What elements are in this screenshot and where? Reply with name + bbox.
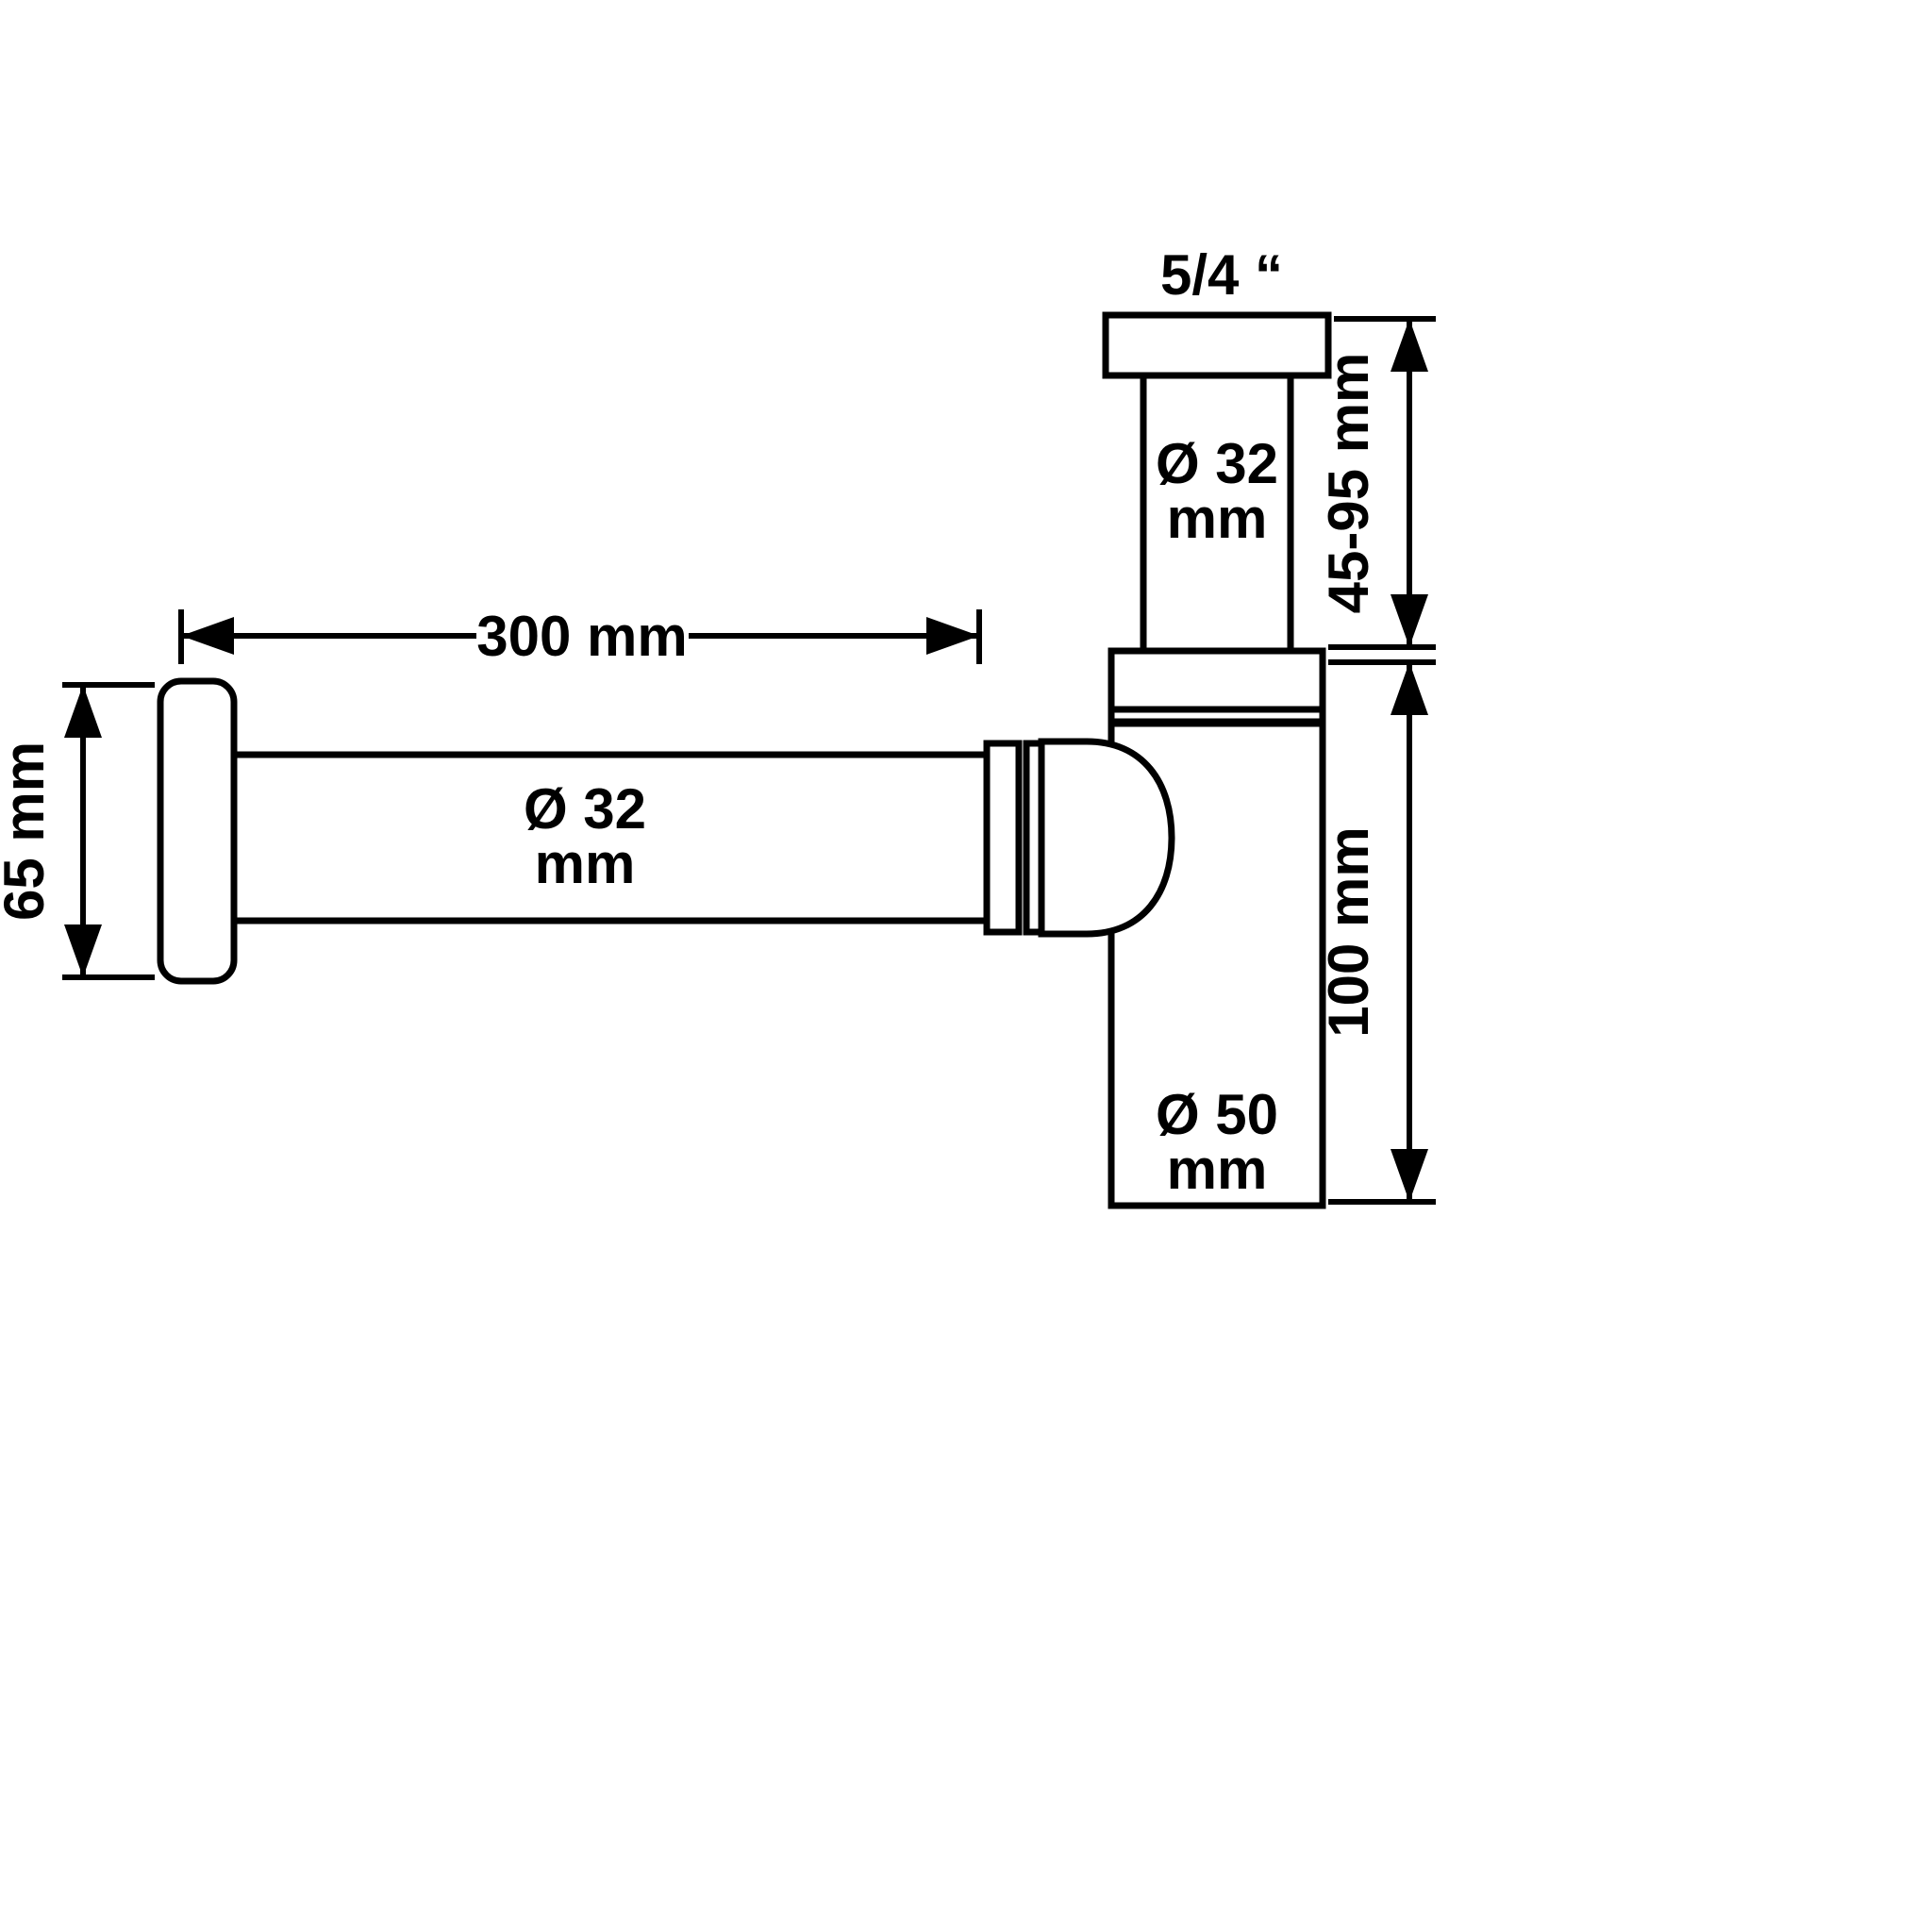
inlet-diameter-unit: mm <box>535 832 636 895</box>
riser-diameter-unit: mm <box>1167 487 1268 550</box>
top-connection-nut <box>1102 311 1332 379</box>
arrow-up-icon <box>64 685 102 738</box>
collar-nut <box>1108 647 1326 713</box>
elbow-connector <box>1038 738 1175 938</box>
dimension-adjustable-height: 45-95 mm <box>1317 316 1436 650</box>
body-diameter-label: Ø 50 <box>1156 1083 1278 1146</box>
inlet-pipe <box>230 751 991 924</box>
arrow-right-icon <box>926 617 979 655</box>
arrow-down-icon <box>64 924 102 977</box>
dimension-body-height: 100 mm <box>1317 659 1436 1205</box>
wall-flange <box>157 677 238 985</box>
arrow-down-icon <box>1391 594 1428 647</box>
arrow-up-icon <box>1391 319 1428 372</box>
dimension-inlet-length: 300 mm <box>178 605 982 668</box>
riser-diameter-label: Ø 32 <box>1156 432 1278 495</box>
dimension-flange-offset: 65 mm <box>0 682 155 980</box>
adjustable-height-label: 45-95 mm <box>1317 353 1380 614</box>
riser-pipe <box>1140 372 1294 655</box>
arrow-down-icon <box>1391 1149 1428 1202</box>
body-diameter-unit: mm <box>1167 1138 1268 1201</box>
body-height-label: 100 mm <box>1317 826 1380 1037</box>
inlet-length-label: 300 mm <box>476 605 687 668</box>
product-outline: Ø 32 mm Ø 32 mm Ø 50 mm 5/4 “ <box>157 243 1332 1209</box>
arrow-up-icon <box>1391 662 1428 715</box>
arrow-left-icon <box>181 617 234 655</box>
thread-size-label: 5/4 “ <box>1160 243 1283 307</box>
inlet-diameter-label: Ø 32 <box>524 777 646 841</box>
compression-ring-outer <box>983 740 1023 936</box>
flange-offset-label: 65 mm <box>0 741 56 921</box>
